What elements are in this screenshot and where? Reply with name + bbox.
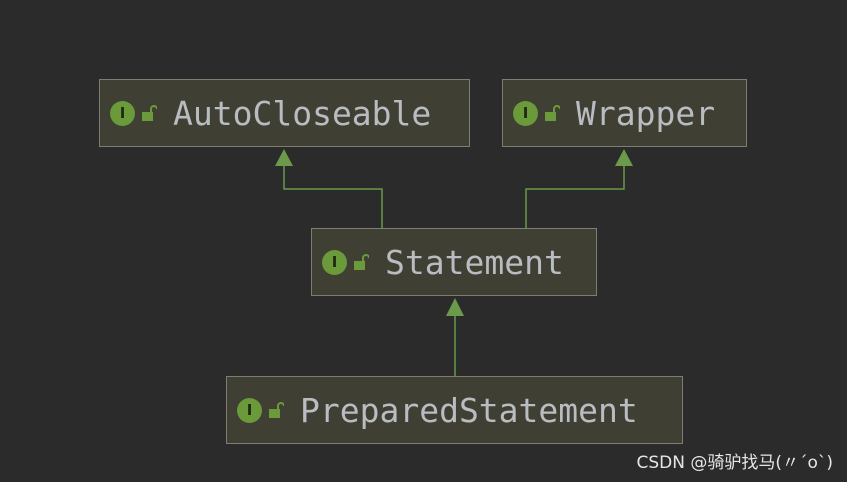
arrowhead-statement	[446, 298, 464, 316]
node-label: AutoCloseable	[173, 93, 432, 133]
node-preparedstatement[interactable]: I PreparedStatement	[226, 376, 683, 444]
node-statement[interactable]: I Statement	[311, 228, 597, 296]
interface-icon: I	[513, 100, 538, 126]
unlock-icon	[354, 254, 369, 270]
node-label: PreparedStatement	[300, 390, 638, 430]
arrowhead-wrapper	[615, 149, 633, 166]
unlock-icon	[269, 402, 284, 418]
interface-icon: I	[237, 397, 262, 423]
interface-icon: I	[322, 249, 347, 275]
unlock-icon	[545, 105, 560, 121]
unlock-icon	[142, 105, 157, 121]
interface-icon: I	[110, 100, 135, 126]
node-wrapper[interactable]: I Wrapper	[502, 79, 747, 147]
arrowhead-autocloseable	[275, 149, 293, 166]
node-label: Wrapper	[576, 93, 716, 133]
edge-statement-to-autocloseable	[283, 163, 383, 228]
node-label: Statement	[385, 242, 564, 282]
node-autocloseable[interactable]: I AutoCloseable	[99, 79, 470, 147]
watermark: CSDN @骑驴找马(〃´o`)	[636, 453, 833, 473]
edge-statement-to-wrapper	[525, 163, 625, 228]
